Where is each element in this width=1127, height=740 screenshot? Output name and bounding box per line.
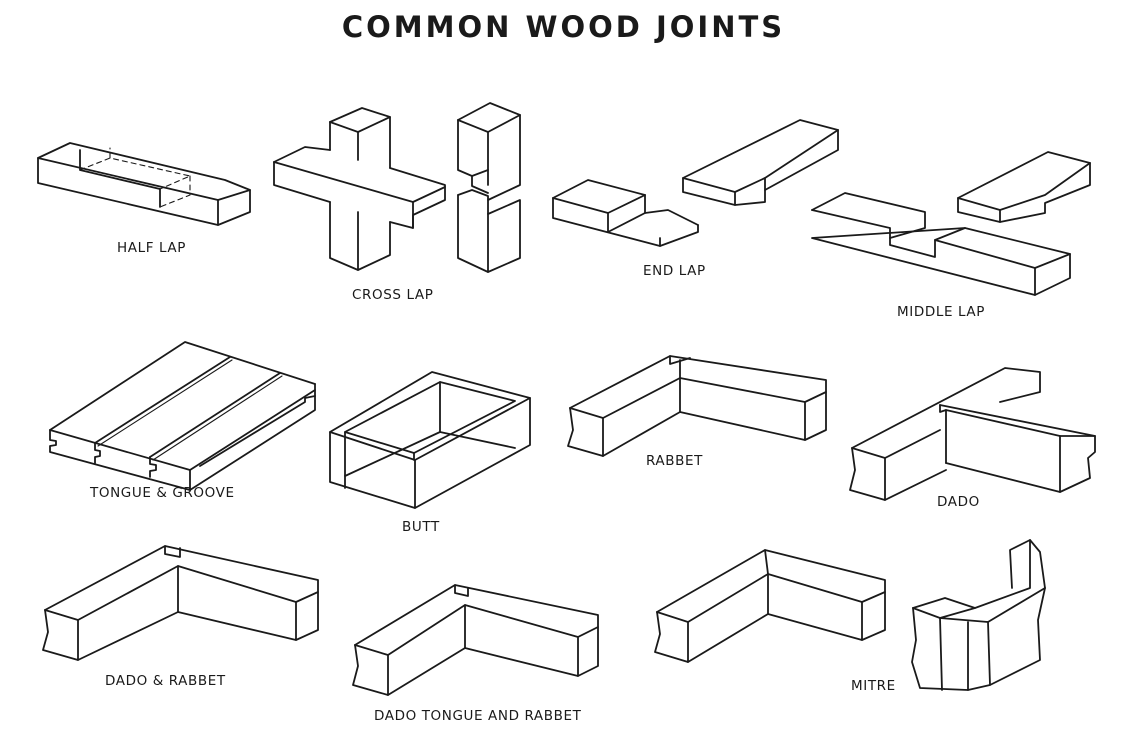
cross-lap-assembled-drawing xyxy=(273,107,446,271)
half-lap-label: HALF LAP xyxy=(117,240,186,256)
mitre-flat-drawing xyxy=(654,549,886,663)
half-lap-drawing xyxy=(37,142,251,226)
rabbet-label: RABBET xyxy=(646,453,703,469)
middle-lap-drawing xyxy=(811,151,1091,296)
dado-drawing xyxy=(849,367,1096,501)
tongue-groove-label: TONGUE & GROOVE xyxy=(90,485,235,501)
dado-tongue-rabbet-label: DADO TONGUE AND RABBET xyxy=(374,708,582,724)
dado-rabbet-label: DADO & RABBET xyxy=(105,673,226,689)
butt-drawing xyxy=(329,371,531,509)
butt-label: BUTT xyxy=(402,519,440,535)
end-lap-drawing xyxy=(552,119,839,247)
cross-lap-exploded-drawing xyxy=(457,102,521,273)
dado-rabbet-drawing xyxy=(42,545,319,661)
tongue-groove-drawing xyxy=(49,341,316,491)
middle-lap-label: MIDDLE LAP xyxy=(897,304,985,320)
page-title: COMMON WOOD JOINTS xyxy=(341,10,786,44)
end-lap-label: END LAP xyxy=(643,263,706,279)
dado-label: DADO xyxy=(937,494,980,510)
cross-lap-label: CROSS LAP xyxy=(352,287,434,303)
rabbet-drawing xyxy=(567,355,827,457)
mitre-label: MITRE xyxy=(851,678,896,694)
dado-tongue-rabbet-drawing xyxy=(352,584,599,696)
mitre-upright-drawing xyxy=(911,539,1046,691)
